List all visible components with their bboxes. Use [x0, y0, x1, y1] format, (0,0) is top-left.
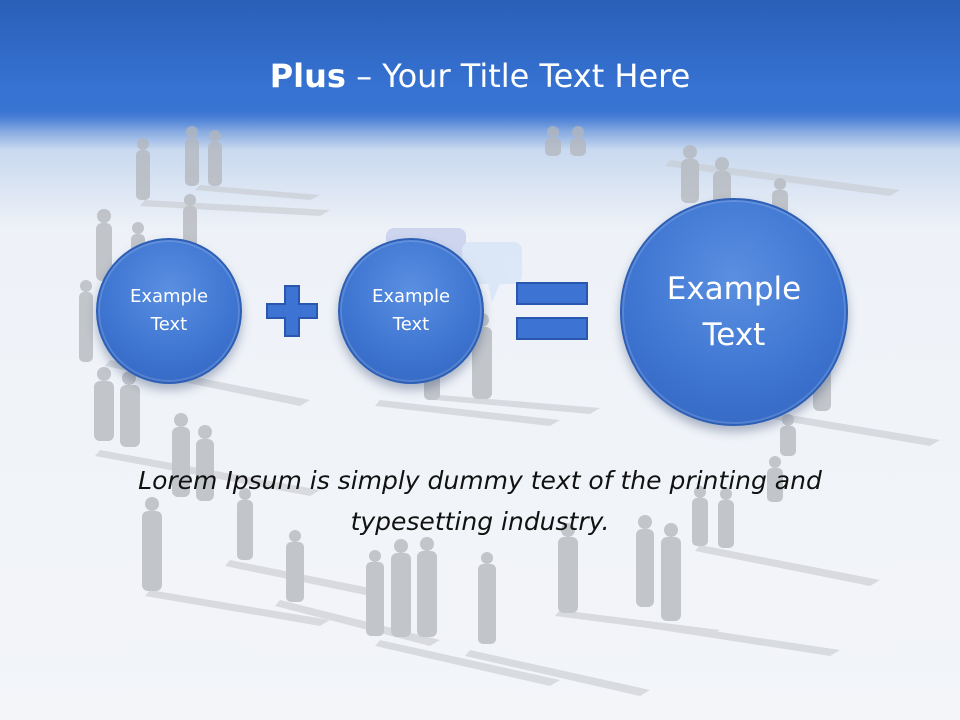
circle-1-label: Example Text — [129, 286, 209, 335]
title-rest: – Your Title Text Here — [345, 57, 691, 95]
title-bold: Plus — [269, 57, 346, 95]
circle-1: Example Text — [96, 238, 242, 384]
circle-3-label: Example Text — [666, 271, 802, 353]
plus-icon — [266, 285, 318, 337]
circle-2-label: Example Text — [371, 286, 451, 335]
equals-icon — [516, 282, 588, 340]
slide-title: Plus – Your Title Text Here — [0, 54, 960, 98]
caption-text: Lorem Ipsum is simply dummy text of the … — [138, 466, 822, 536]
circle-3: Example Text — [620, 198, 848, 426]
circle-2: Example Text — [338, 238, 484, 384]
header-band — [0, 0, 960, 130]
